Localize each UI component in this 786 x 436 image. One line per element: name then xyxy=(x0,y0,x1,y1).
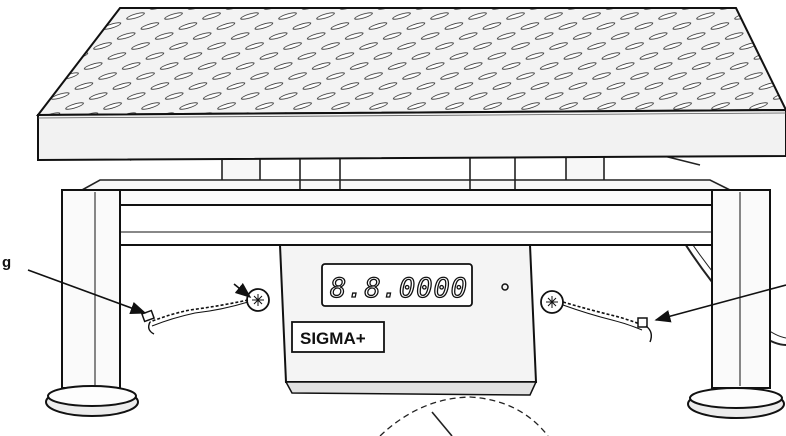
arrow-to-left-seal xyxy=(233,282,252,299)
right-leg xyxy=(687,189,785,419)
detail-circle xyxy=(379,396,549,436)
callout-label-g: g xyxy=(2,254,12,271)
arrow-to-right-seal xyxy=(654,284,786,323)
brand-label: SIGMA+ xyxy=(300,329,366,348)
callout-arrow-g xyxy=(27,269,147,315)
frame-crossbar xyxy=(61,189,771,246)
display-window xyxy=(321,263,473,307)
indicator-led xyxy=(501,283,509,291)
left-leg xyxy=(45,189,139,417)
left-seal xyxy=(140,288,270,335)
tread-plate-platform xyxy=(35,7,786,162)
right-seal xyxy=(540,290,653,343)
indicator-box xyxy=(278,244,538,396)
brand-plate xyxy=(291,321,385,353)
display-reading: 8.8.0000 xyxy=(330,273,468,304)
